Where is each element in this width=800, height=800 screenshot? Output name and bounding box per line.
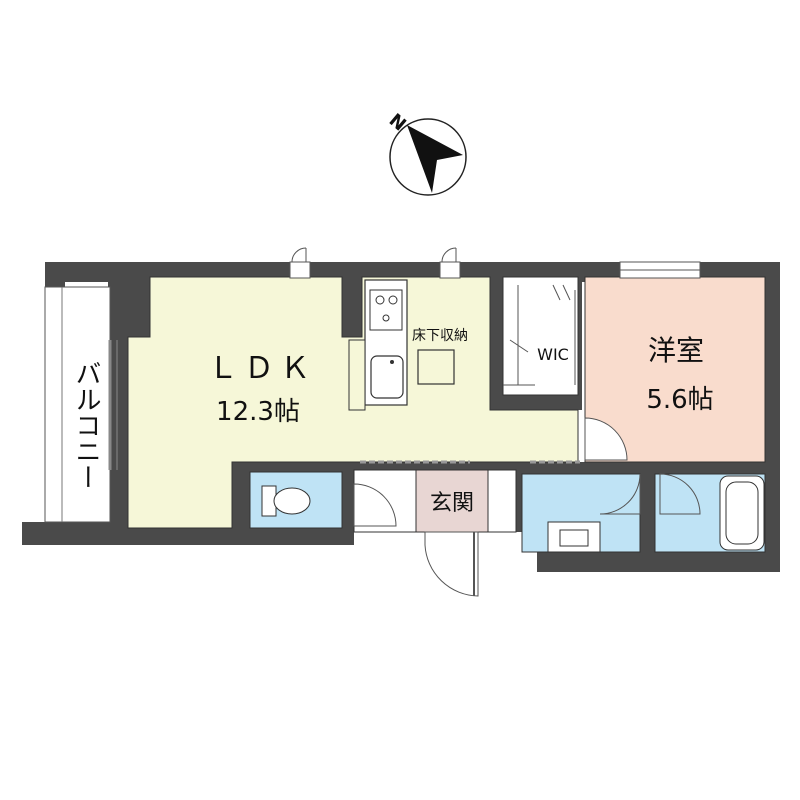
- ldk-name: ＬＤＫ: [208, 351, 316, 386]
- balcony-label: バルコニー: [71, 360, 101, 490]
- underfloor-storage: 床下収納: [412, 328, 468, 385]
- underfloor-label: 床下収納: [412, 328, 468, 344]
- room-bathroom: [654, 473, 766, 553]
- room-entrance: 玄関: [353, 469, 517, 597]
- compass: N: [385, 110, 467, 196]
- sink-icon: [370, 355, 404, 399]
- entrance-door: [424, 531, 479, 597]
- kitchen-counter: [348, 279, 408, 411]
- room-washroom: [521, 473, 641, 553]
- room-western: 洋室 5.6帖: [584, 261, 766, 463]
- western-door: [584, 417, 628, 461]
- ldk-size: 12.3帖: [216, 397, 300, 427]
- washbasin-icon: [547, 521, 601, 553]
- toilet-bowl-icon: [273, 487, 311, 515]
- shoe-cabinet: [487, 469, 517, 533]
- north-arrow-icon: [407, 125, 463, 193]
- wic-label: WIC: [537, 345, 569, 364]
- western-name: 洋室: [648, 334, 704, 367]
- room-toilet: [249, 471, 343, 529]
- room-wic: WIC: [502, 276, 579, 396]
- balcony: バルコニー: [44, 286, 118, 523]
- stove-icon: [369, 289, 403, 331]
- entrance-label: 玄関: [430, 491, 474, 516]
- western-size: 5.6帖: [646, 385, 713, 415]
- ldk-top-windows: [289, 247, 461, 279]
